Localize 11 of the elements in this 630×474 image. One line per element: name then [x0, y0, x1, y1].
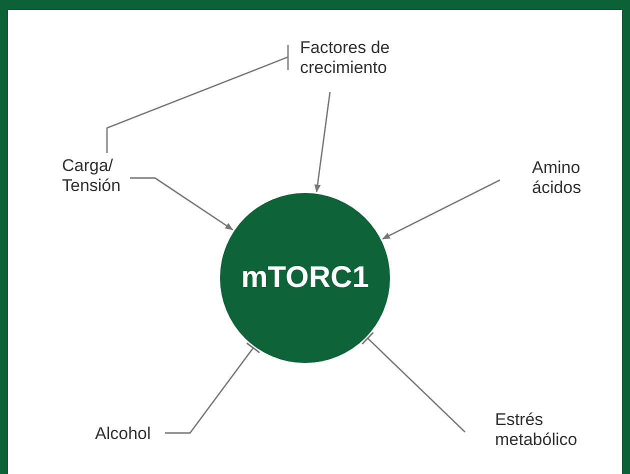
amino-acids-label: Amino ácidos: [532, 158, 602, 198]
arrow: [314, 92, 331, 193]
alcohol-label: Alcohol: [95, 424, 165, 444]
metabolic-stress-label: Estrés metabólico: [495, 410, 595, 450]
bracket-line: [106, 44, 289, 154]
arrow: [382, 179, 500, 240]
arrow: [130, 177, 234, 230]
inhibition-line: [361, 332, 466, 433]
load-tension-label: Carga/ Tensión: [62, 156, 142, 196]
inhibition-line: [165, 342, 260, 434]
growth-factors-label: Factores de crecimiento: [300, 38, 430, 78]
